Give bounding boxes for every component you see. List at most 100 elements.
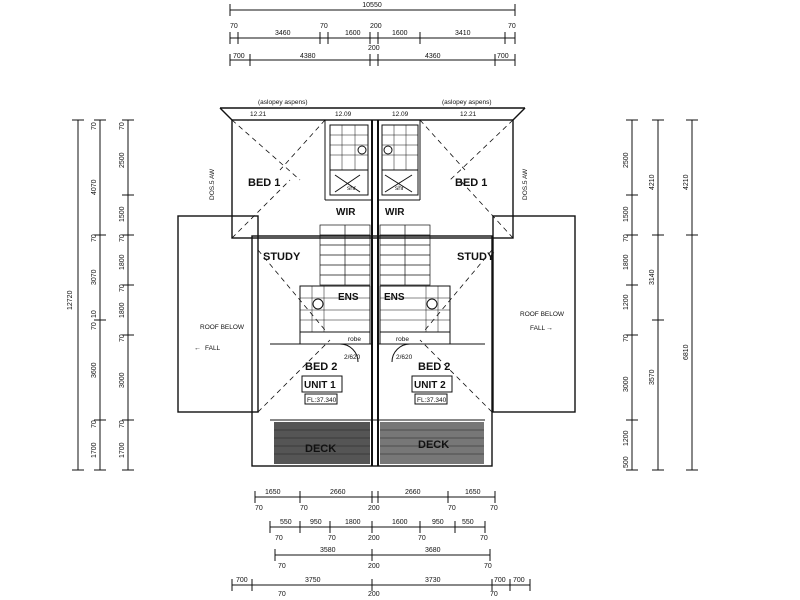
bottom-dim-12: 3580 [320,547,336,554]
top-overall-dim: 10550 [362,2,382,9]
shr-left: shr [347,185,357,192]
side-dimension-lines [72,119,698,471]
room-bed1-right: BED 1 [455,177,487,189]
room-bed2-left: BED 2 [305,361,337,373]
top-dim-13: 700 [497,53,509,60]
bottom-sub-10: 70 [278,563,286,570]
window-top-mid-right: 12.09 [392,111,409,118]
roof-below-left: ROOF BELOW [200,324,245,331]
left-inner-dim-7: 1800 [119,302,126,318]
bottom-sub-4: 70 [490,505,498,512]
right-inner-dim-5: 1200 [623,294,630,310]
bottom-sub-9: 70 [480,535,488,542]
top-dim-9: 700 [233,53,245,60]
left-mid-dim-1: 70 [91,122,98,130]
bottom-dim-15: 3750 [305,577,321,584]
bottom-dim-16: 3730 [425,577,441,584]
roof-note-right: (aslopey aspens) [442,99,492,106]
fall-arrow-left-icon: ← [194,345,201,352]
bottom-sub-6: 70 [328,535,336,542]
bottom-dim-13: 3680 [425,547,441,554]
right-total-dim-2: 6810 [683,344,690,360]
fall-arrow-right-icon: → [546,325,553,332]
bottom-sub-8: 70 [418,535,426,542]
ensuite-blocks [299,285,451,345]
shr-right: shr [395,185,405,192]
robe-right: robe [396,336,409,343]
left-inner-dim-8: 70 [119,334,126,342]
window-top-right: 12.21 [460,111,477,118]
unit-label-right: UNIT 2 [414,380,446,391]
top-dimension-lines [229,4,516,66]
roof-note-left: (aslopey aspens) [258,99,308,106]
bottom-sub-7: 200 [368,535,380,542]
floor-level-right: FL:37.340 [417,397,447,404]
bottom-dimension-lines [231,491,531,591]
right-mid-dim-2: 3140 [649,269,656,285]
bottom-dim-4: 2660 [405,489,421,496]
right-inner-dim-9: 500 [623,456,630,468]
top-dim-8: 70 [508,23,516,30]
left-mid-dim-5: 10 [91,310,98,318]
left-inner-dim-2: 2500 [119,152,126,168]
left-inner-dim-1: 70 [119,122,126,130]
top-dim-12: 4360 [425,53,441,60]
window-top-left: 12.21 [250,111,267,118]
door-left: 2/620 [344,354,361,361]
floor-level-left: FL:37.340 [307,397,337,404]
fall-left: FALL [205,345,221,352]
bottom-sub-5: 70 [275,535,283,542]
side-window-right: DOS.5 AW [522,168,529,200]
top-dim-4: 1600 [345,30,361,37]
left-inner-dim-3: 1500 [119,206,126,222]
bottom-dim-3: 200 [368,505,380,512]
top-wet-areas [329,124,419,196]
bottom-dim-8: 1800 [345,519,361,526]
right-total-dim: 4210 [683,174,690,190]
deck-hatching [274,422,484,464]
bottom-sub-1: 70 [255,505,263,512]
bottom-sub-2: 70 [300,505,308,512]
side-window-left: DOS.5 AW [209,168,216,200]
bottom-dim-5: 1650 [465,489,481,496]
door-right: 2/620 [396,354,413,361]
stairs [319,224,431,286]
top-dim-3: 70 [320,23,328,30]
top-dim-5: 200 [370,23,382,30]
left-inner-dim-4: 70 [119,234,126,242]
top-dim-7: 3410 [455,30,471,37]
bottom-sub-14: 200 [368,591,380,598]
roof-below-right: ROOF BELOW [520,311,565,318]
deck-left: DECK [305,443,336,455]
room-ens-right: ENS [384,292,405,303]
unit-label-left: UNIT 1 [304,380,336,391]
room-bed1-left: BED 1 [248,177,280,189]
left-mid-dim-4: 3070 [91,269,98,285]
right-mid-dim-3: 3570 [649,369,656,385]
room-study-right: STUDY [457,251,495,263]
left-inner-dim-6: 70 [119,284,126,292]
left-mid-dim-3: 70 [91,234,98,242]
bottom-dim-1: 1650 [265,489,281,496]
left-inner-dim-9: 3000 [119,372,126,388]
bottom-dim-2: 2660 [330,489,346,496]
top-dim-6: 1600 [392,30,408,37]
deck-right: DECK [418,439,449,451]
left-mid-dim-2: 4070 [91,179,98,195]
bottom-dim-7: 950 [310,519,322,526]
left-inner-dim-11: 1700 [119,442,126,458]
bottom-sub-15: 70 [490,591,498,598]
right-inner-dim-7: 3000 [623,376,630,392]
room-bed2-right: BED 2 [418,361,450,373]
top-dim-10: 4380 [300,53,316,60]
room-wir-right: WIR [385,207,405,218]
left-mid-dim-9: 1700 [91,442,98,458]
bottom-dim-9: 1600 [392,519,408,526]
top-dim-1: 70 [230,23,238,30]
right-inner-dim-4: 1800 [623,254,630,270]
bottom-dim-14: 700 [236,577,248,584]
bed1-walls [231,119,514,413]
building-outline [177,107,576,467]
top-dim-11: 200 [368,45,380,52]
